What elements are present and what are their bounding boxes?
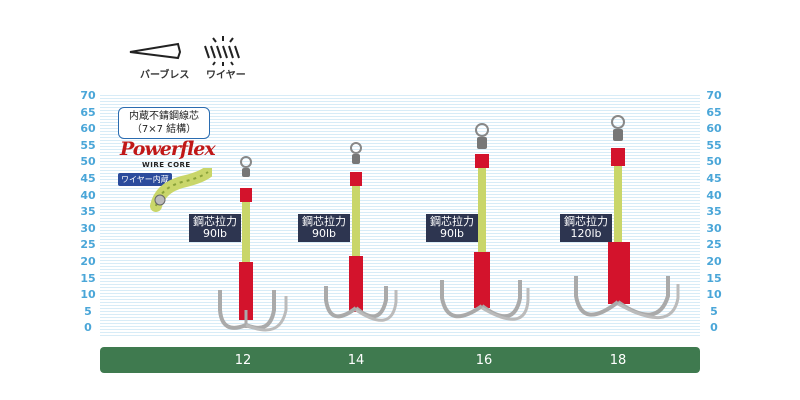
y-tick-right: 5: [710, 304, 718, 318]
y-tick-right: 20: [706, 255, 722, 268]
y-tick-right: 70: [706, 89, 722, 102]
hook-size-12: [218, 156, 288, 332]
strength-badge-12: 鋼芯拉力 90lb: [189, 214, 241, 242]
y-tick-left: 20: [80, 255, 96, 268]
badge-value: 90lb: [439, 227, 465, 240]
core-info-line2: （7×7 結構）: [131, 124, 197, 135]
y-tick-right: 0: [710, 321, 718, 335]
y-tick-left: 5: [84, 304, 92, 318]
y-tick-left: 55: [80, 138, 96, 152]
badge-value: 90lb: [202, 227, 228, 240]
y-tick-left: 60: [80, 122, 96, 136]
hook-size-16: [440, 123, 530, 321]
y-tick-right: 55: [706, 138, 722, 152]
strength-badge-16: 鋼芯拉力 90lb: [426, 214, 478, 242]
y-tick-left: 10: [80, 288, 96, 302]
y-tick-left: 35: [80, 205, 96, 219]
size-bar: [100, 347, 700, 373]
y-tick-left: 65: [80, 105, 96, 119]
barbless-label: バーブレス: [140, 70, 190, 81]
y-tick-left: 70: [80, 89, 96, 102]
size-label-12: 12: [234, 353, 252, 368]
size-label-16: 16: [475, 353, 493, 368]
y-tick-right: 15: [706, 271, 722, 285]
badge-value: 120lb: [570, 227, 602, 240]
y-tick-left: 0: [84, 321, 92, 335]
y-tick-right: 25: [706, 238, 722, 252]
y-tick-left: 25: [80, 238, 96, 252]
y-tick-left: 30: [80, 221, 96, 235]
badge-title: 鋼芯拉力: [193, 215, 237, 228]
badge-title: 鋼芯拉力: [302, 215, 346, 228]
y-tick-right: 45: [706, 172, 722, 185]
badge-value: 90lb: [311, 227, 337, 240]
y-tick-right: 30: [706, 221, 722, 235]
wire-tag: ワイヤー内蔵: [118, 173, 172, 186]
brand-logo: Powerflex: [120, 138, 216, 160]
core-info-line1: 内蔵不錆鋼線芯: [129, 111, 199, 122]
y-tick-right: 60: [706, 122, 722, 136]
braid-sample-icon: [150, 168, 212, 212]
y-tick-right: 65: [706, 105, 722, 119]
strength-badge-18: 鋼芯拉力 120lb: [560, 214, 612, 242]
y-tick-left: 40: [80, 188, 96, 202]
y-tick-right: 40: [706, 188, 722, 202]
y-tick-right: 35: [706, 205, 722, 219]
core-info-box: 内蔵不錆鋼線芯 （7×7 結構）: [118, 107, 210, 139]
y-tick-left: 45: [80, 172, 96, 185]
strength-badge-14: 鋼芯拉力 90lb: [298, 214, 350, 242]
y-tick-right: 50: [706, 155, 722, 169]
size-label-18: 18: [609, 353, 627, 368]
y-tick-right: 10: [706, 288, 722, 302]
badge-title: 鋼芯拉力: [430, 215, 474, 228]
barbless-hook-icon: [129, 42, 182, 60]
hook-size-14: [324, 142, 398, 322]
hook-size-18: [574, 115, 680, 319]
brand-subtitle: WIRE CORE: [142, 161, 191, 169]
y-tick-left: 50: [80, 155, 96, 169]
size-label-14: 14: [347, 353, 365, 368]
badge-title: 鋼芯拉力: [564, 215, 608, 228]
wire-core-icon: [204, 36, 240, 66]
wire-label: ワイヤー: [206, 70, 246, 81]
y-tick-left: 15: [80, 271, 96, 285]
